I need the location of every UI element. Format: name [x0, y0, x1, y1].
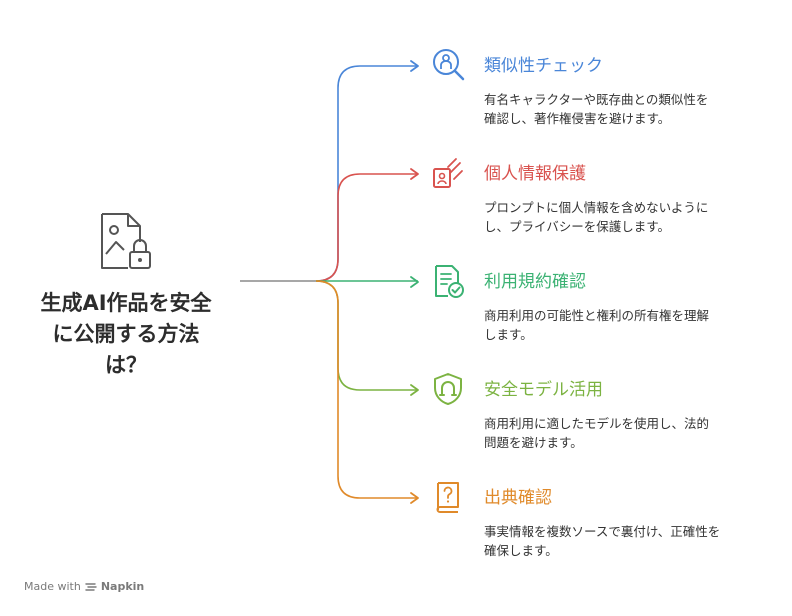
footer-brand: Napkin — [100, 580, 145, 593]
desc-line: 商用利用の可能性と権利の所有権を理解 — [484, 308, 710, 323]
central-title-line: は？ — [105, 353, 147, 377]
branch-desc-privacy: プロンプトに個人情報を含めないように し、プライバシーを保護します。 — [484, 198, 764, 236]
arrowhead-3 — [410, 276, 419, 288]
desc-line: 有名キャラクターや既存曲との類似性を — [484, 92, 709, 107]
branch-desc-source: 事実情報を複数ソースで裏付け、正確性を 確保します。 — [484, 522, 764, 560]
branch-desc-terms: 商用利用の可能性と権利の所有権を理解 します。 — [484, 306, 764, 344]
branch-title-similarity: 類似性チェック — [484, 56, 603, 76]
desc-line: 確認し、著作権侵害を避けます。 — [484, 111, 671, 126]
branch-title-source: 出典確認 — [484, 488, 552, 508]
desc-line: 商用利用に適したモデルを使用し、法的 — [484, 416, 710, 431]
footer-attribution: Made with Napkin — [24, 580, 144, 593]
branch-title-privacy: 個人情報保護 — [484, 164, 586, 184]
arrowhead-1 — [410, 60, 419, 72]
image-file-lock-icon — [101, 213, 151, 269]
desc-line: 問題を避けます。 — [484, 435, 583, 450]
desc-line: します。 — [484, 327, 533, 342]
id-card-hand-icon — [433, 158, 463, 188]
branch-desc-similarity: 有名キャラクターや既存曲との類似性を 確認し、著作権侵害を避けます。 — [484, 90, 764, 128]
central-title-line: に公開する方法 — [52, 322, 200, 346]
central-title: 生成AI作品を安全 に公開する方法 は？ — [20, 288, 232, 381]
central-title-line: 生成AI作品を安全 — [40, 291, 212, 315]
connector-branch-4 — [315, 280, 418, 391]
arrowhead-2 — [410, 168, 419, 180]
shield-magnet-icon — [434, 373, 462, 405]
book-question-icon — [436, 482, 459, 513]
branch-title-safe-model: 安全モデル活用 — [484, 380, 603, 400]
desc-line: 確保します。 — [484, 543, 558, 558]
arrowhead-4 — [410, 384, 419, 396]
desc-line: プロンプトに個人情報を含めないように — [484, 200, 709, 215]
connector-branch-5 — [315, 280, 418, 499]
document-check-icon — [435, 265, 464, 298]
arrowhead-5 — [410, 492, 419, 504]
branch-desc-safe-model: 商用利用に適したモデルを使用し、法的 問題を避けます。 — [484, 414, 764, 452]
branch-title-terms: 利用規約確認 — [484, 272, 586, 292]
desc-line: し、プライバシーを保護します。 — [484, 219, 671, 234]
connector-branch-2 — [315, 173, 418, 282]
desc-line: 事実情報を複数ソースで裏付け、正確性を — [484, 524, 721, 539]
person-search-icon — [433, 49, 465, 81]
footer-made-with: Made with — [24, 580, 81, 593]
napkin-logo-icon — [85, 582, 97, 591]
